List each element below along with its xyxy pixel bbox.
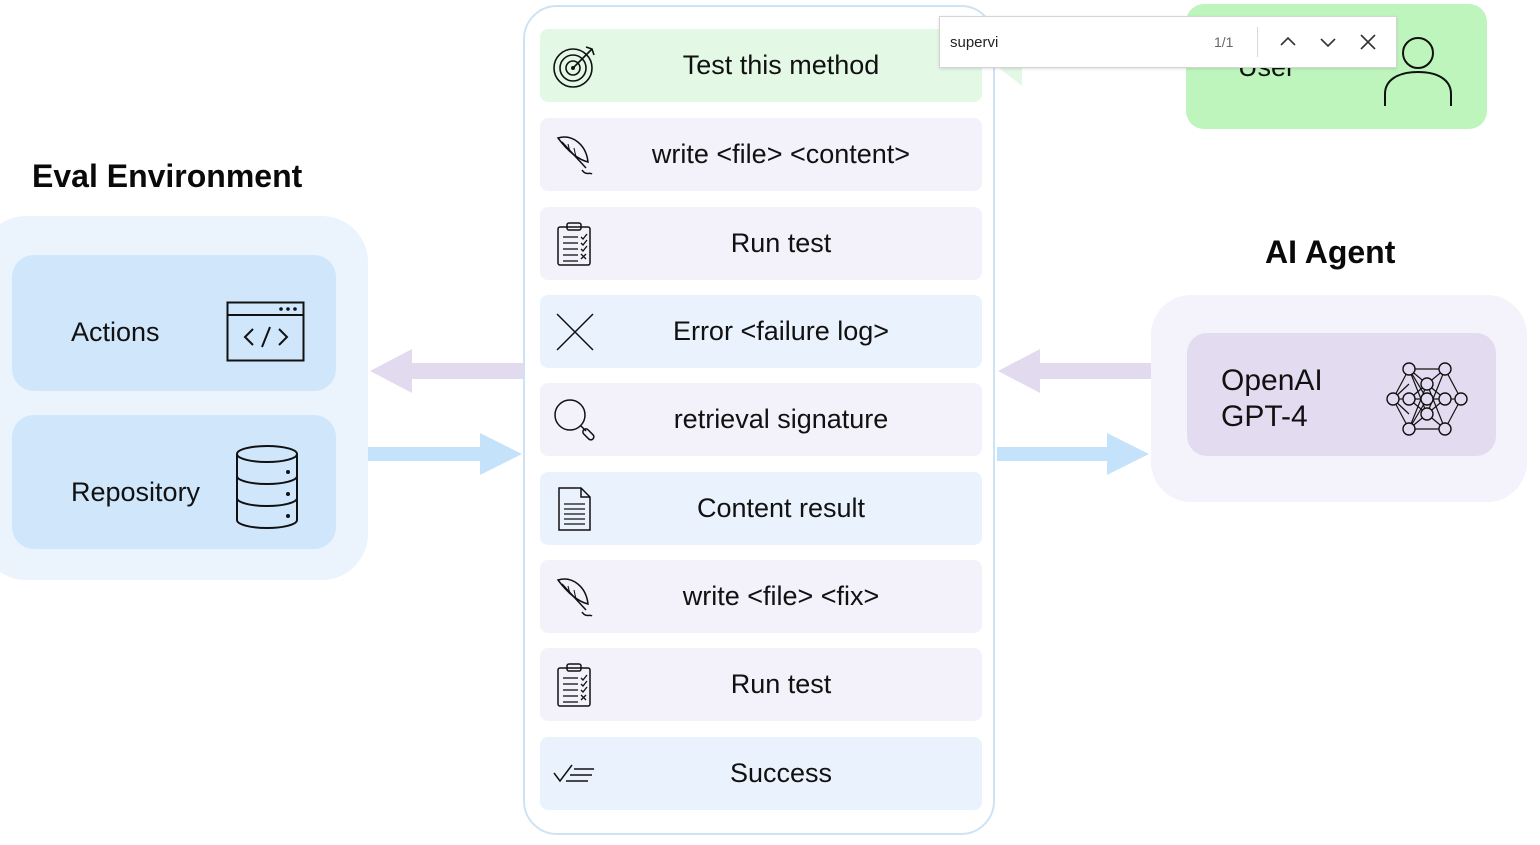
step-run-test: Run test (540, 207, 982, 280)
step-success: Success (540, 737, 982, 810)
quill-icon (556, 578, 593, 617)
magnifier-icon (554, 399, 595, 441)
code-window-icon (226, 301, 305, 362)
actions-card: Actions (12, 255, 336, 391)
step-label: Test this method (682, 50, 880, 80)
arrow-from-eval-environment (368, 433, 522, 475)
find-close-button[interactable] (1354, 28, 1382, 56)
person-icon (1384, 37, 1452, 106)
find-in-page-bar: 1/1 (939, 16, 1397, 68)
step-label: write <file> <content> (651, 139, 911, 169)
chevron-down-icon (1320, 38, 1336, 48)
find-next-button[interactable] (1314, 28, 1342, 56)
eval-environment-title: Eval Environment (32, 158, 303, 194)
repository-label: Repository (71, 477, 201, 507)
ai-agent-title: AI Agent (1265, 234, 1396, 270)
model-name-line1: OpenAI (1221, 364, 1323, 397)
arrow-to-ai-agent (997, 433, 1149, 475)
model-name: OpenAI GPT-4 (1221, 363, 1323, 435)
find-match-count: 1/1 (1214, 34, 1234, 50)
chevron-up-icon (1280, 36, 1296, 46)
arrow-from-ai-agent (998, 349, 1152, 393)
step-label: Error <failure log> (672, 316, 890, 346)
step-error-failure-log: Error <failure log> (540, 295, 982, 368)
neural-network-icon (1386, 362, 1468, 436)
step-write-content: write <file> <content> (540, 118, 982, 191)
target-icon (553, 46, 595, 88)
step-label: Run test (730, 669, 832, 699)
step-content-result: Content result (540, 472, 982, 545)
repository-card: Repository (12, 415, 336, 549)
step-label: write <file> <fix> (682, 581, 880, 611)
openai-gpt4-card: OpenAI GPT-4 (1187, 333, 1496, 456)
x-icon (556, 313, 594, 351)
close-icon (1360, 34, 1376, 50)
database-icon (236, 445, 298, 529)
model-name-line2: GPT-4 (1221, 400, 1308, 433)
clipboard-checklist-icon (557, 663, 591, 707)
arrow-to-eval-environment (370, 349, 526, 393)
step-test-this-method: Test this method (540, 29, 982, 102)
step-label: Success (729, 758, 833, 788)
checklist-icon (553, 764, 594, 783)
message-bubble-tail (994, 64, 1022, 86)
step-label: Run test (730, 228, 832, 258)
step-write-fix: write <file> <fix> (540, 560, 982, 633)
find-search-input[interactable] (940, 17, 1210, 67)
find-previous-button[interactable] (1274, 28, 1302, 56)
actions-label: Actions (71, 317, 160, 347)
step-label: retrieval signature (673, 404, 889, 434)
document-icon (558, 487, 591, 531)
step-retrieval-signature: retrieval signature (540, 383, 982, 456)
clipboard-checklist-icon (557, 222, 591, 266)
step-run-test: Run test (540, 648, 982, 721)
find-bar-divider (1257, 27, 1258, 57)
quill-icon (556, 136, 593, 175)
step-label: Content result (696, 493, 866, 523)
